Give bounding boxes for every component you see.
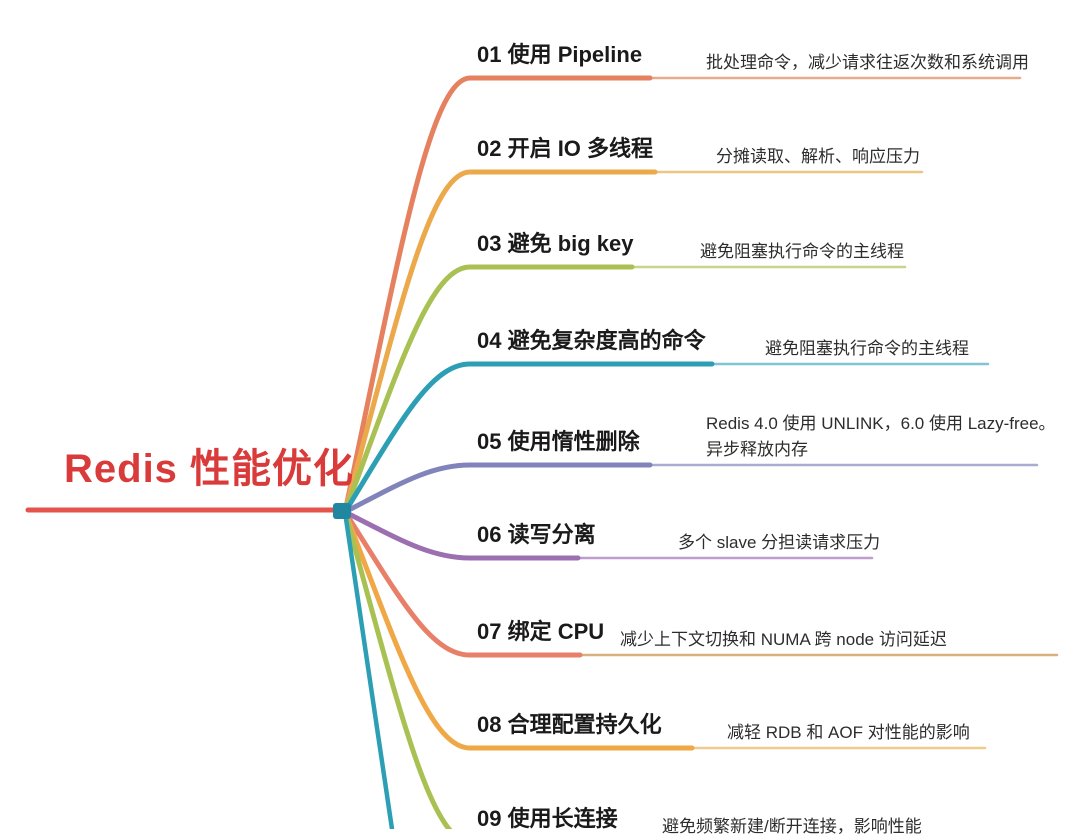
branch-detail-2[interactable]: 分摊读取、解析、响应压力 xyxy=(716,144,920,170)
offscreen-branch-line xyxy=(342,509,395,829)
branch-detail-7[interactable]: 减少上下文切换和 NUMA 跨 node 访问延迟 xyxy=(620,627,947,653)
branch-topic-5[interactable]: 05 使用惰性删除 xyxy=(477,429,640,454)
branch-detail-2-line1: 分摊读取、解析、响应压力 xyxy=(716,147,920,166)
branch-detail-7-line1: 减少上下文切换和 NUMA 跨 node 访问延迟 xyxy=(620,630,947,649)
branch-detail-6[interactable]: 多个 slave 分担读请求压力 xyxy=(678,530,880,556)
branch-topic-3[interactable]: 03 避免 big key xyxy=(477,231,634,256)
branch-topic-1[interactable]: 01 使用 Pipeline xyxy=(477,42,643,67)
branch-detail-1-line1: 批处理命令，减少请求往返次数和系统调用 xyxy=(706,53,1029,72)
branch-topic-6[interactable]: 06 读写分离 xyxy=(477,522,596,547)
branch-topic-9[interactable]: 09 使用长连接 xyxy=(477,806,618,831)
root-junction-node xyxy=(333,503,351,519)
branch-detail-8[interactable]: 减轻 RDB 和 AOF 对性能的影响 xyxy=(727,720,970,746)
branch-topic-4[interactable]: 04 避免复杂度高的命令 xyxy=(477,328,706,353)
branch-detail-3[interactable]: 避免阻塞执行命令的主线程 xyxy=(700,239,904,265)
branch-detail-4[interactable]: 避免阻塞执行命令的主线程 xyxy=(765,336,969,362)
branch-detail-6-line1: 多个 slave 分担读请求压力 xyxy=(678,533,881,552)
branch-topic-8[interactable]: 08 合理配置持久化 xyxy=(477,712,662,737)
branch-detail-5[interactable]: Redis 4.0 使用 UNLINK，6.0 使用 Lazy-free。异步释… xyxy=(706,411,1056,463)
branch-detail-9-line1: 避免频繁新建/断开连接，影响性能 xyxy=(662,817,922,836)
branch-detail-8-line1: 减轻 RDB 和 AOF 对性能的影响 xyxy=(727,723,970,742)
branch-detail-4-line1: 避免阻塞执行命令的主线程 xyxy=(765,339,969,358)
root-topic[interactable]: Redis 性能优化 xyxy=(64,447,355,491)
branch-detail-5-line2: 异步释放内存 xyxy=(706,440,808,459)
branch-topic-2[interactable]: 02 开启 IO 多线程 xyxy=(477,136,654,161)
branch-detail-3-line1: 避免阻塞执行命令的主线程 xyxy=(700,242,904,261)
branch-detail-1[interactable]: 批处理命令，减少请求往返次数和系统调用 xyxy=(706,50,1029,76)
branch-detail-9[interactable]: 避免频繁新建/断开连接，影响性能 xyxy=(662,814,922,840)
branch-detail-5-line1: Redis 4.0 使用 UNLINK，6.0 使用 Lazy-free。 xyxy=(706,414,1056,433)
branch-topic-7[interactable]: 07 绑定 CPU xyxy=(477,619,605,644)
